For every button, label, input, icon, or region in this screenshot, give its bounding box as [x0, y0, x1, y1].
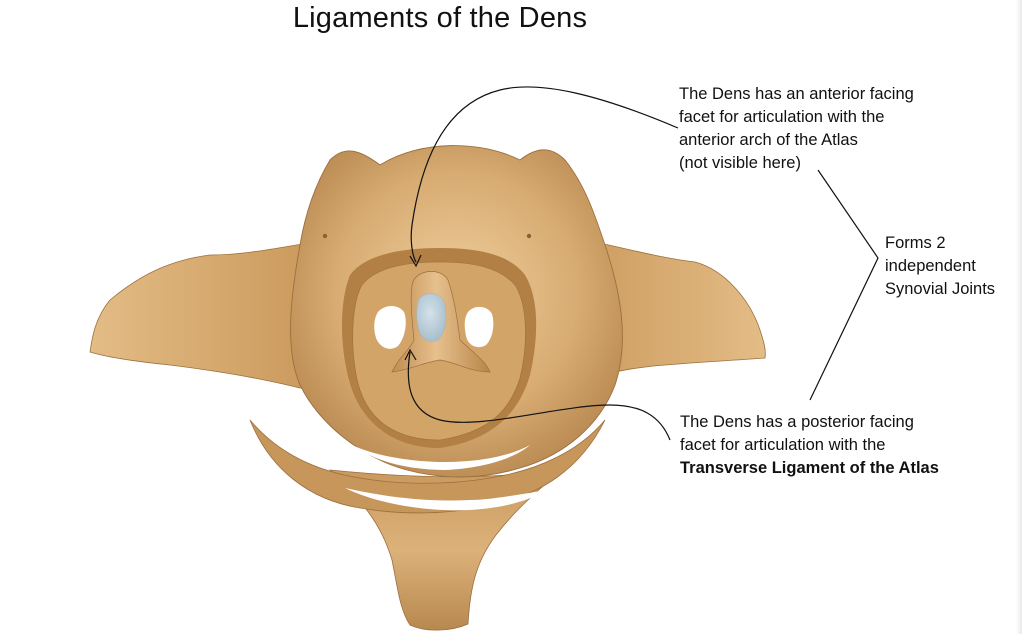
synovial-joints-note: Forms 2 independent Synovial Joints [885, 232, 995, 301]
ring-gap [345, 488, 548, 511]
dens-posterior-facet [416, 293, 447, 342]
lower-ring [249, 419, 606, 514]
callout-anterior-arrowhead [409, 254, 422, 268]
callout-anterior-arrow [410, 86, 679, 263]
posterior-note-line-2: facet for articulation with the [680, 436, 886, 454]
synovial-note-line-3: Synovial Joints [885, 280, 996, 298]
posterior-note-line-1: The Dens has a posterior facing [680, 413, 914, 431]
synovial-note-line-2: independent [885, 257, 976, 275]
right-foramen [464, 306, 494, 348]
anterior-note-line-3: anterior arch of the Atlas [679, 131, 858, 149]
anterior-note-line-1: The Dens has an anterior facing [679, 85, 914, 103]
lower-opening [352, 445, 530, 470]
anterior-facet-note: The Dens has an anterior facing facet fo… [679, 83, 914, 175]
posterior-note-emphasis: Transverse Ligament of the Atlas [680, 459, 939, 477]
anterior-note-line-2: facet for articulation with the [679, 108, 885, 126]
slide-title: Ligaments of the Dens [292, 2, 588, 34]
callout-posterior-arrow [407, 351, 671, 441]
surface-mark-left [322, 233, 328, 239]
left-foramen [374, 306, 406, 349]
anterior-note-line-4: (not visible here) [679, 154, 801, 172]
synovial-note-line-1: Forms 2 [885, 234, 946, 252]
posterior-facet-note: The Dens has a posterior facing facet fo… [680, 411, 939, 480]
surface-mark-right [526, 233, 532, 239]
callout-posterior-arrowhead [404, 348, 417, 361]
slide-edge-shadow [1016, 0, 1022, 634]
bracket-lines [809, 169, 879, 401]
